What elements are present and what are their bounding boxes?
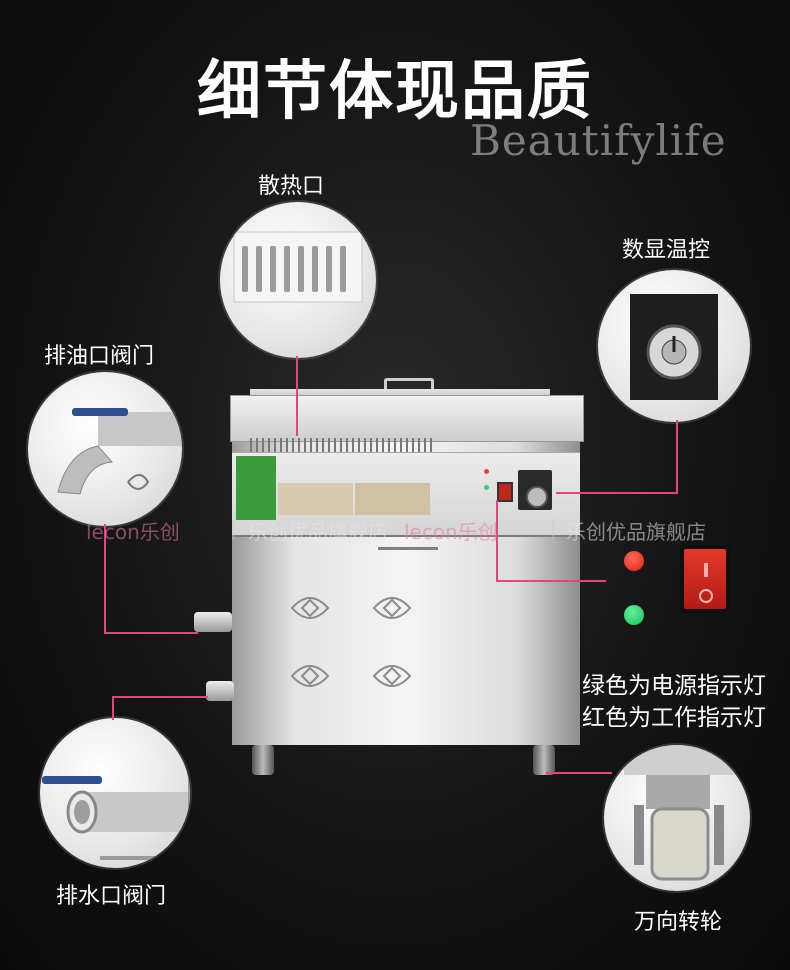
watermark-store-right: 乐创优品旗舰店 [566, 520, 706, 544]
watermark-logo-right: lecon乐创 [404, 520, 498, 544]
oil-drain-tap [194, 612, 232, 632]
caster-right [533, 745, 555, 775]
caster-leader-line [546, 772, 612, 774]
info-plate [278, 483, 353, 515]
info-plate [355, 483, 430, 515]
temp-leader-line-v [676, 420, 678, 494]
decorative-vents [290, 597, 412, 687]
power-led-small [484, 485, 489, 490]
oil-valve-detail-circle [28, 372, 182, 526]
watermark-separator: | [550, 516, 557, 540]
water-leader-line-h [112, 696, 208, 698]
machine-top [230, 395, 584, 442]
oil-valve-label: 排油口阀门 [44, 344, 155, 369]
switch-leader-line-h [496, 580, 606, 582]
water-leader-line-v [112, 696, 114, 720]
watermark-logo-left: lecon乐创 [86, 520, 180, 544]
temp-control-detail-circle [598, 270, 750, 422]
water-valve-label: 排水口阀门 [56, 884, 167, 909]
power-switch [497, 482, 513, 502]
temp-leader-line-h [556, 492, 678, 494]
vent-label: 散热口 [258, 174, 325, 199]
caster-left [252, 745, 274, 775]
rocker-switch-icon [680, 545, 730, 613]
switch-leader-line-v [496, 500, 498, 582]
water-valve-detail-circle [40, 718, 190, 868]
watermark-separator: | [230, 516, 237, 540]
water-drain-tap [206, 681, 234, 701]
side-vent [250, 438, 434, 452]
thermostat-knob [526, 486, 548, 508]
oil-leader-line-v [104, 524, 106, 634]
thermostat-knob-icon [630, 294, 718, 400]
caster-label: 万向转轮 [634, 910, 723, 935]
temp-control-label: 数显温控 [622, 238, 711, 263]
caster-detail-circle [604, 745, 750, 891]
vent-grille-icon [233, 231, 363, 303]
work-indicator-light [624, 551, 644, 571]
indicator-red-label: 红色为工作指示灯 [582, 705, 766, 731]
valve-icon [57, 408, 182, 495]
caster-wheel-icon [624, 745, 734, 881]
power-indicator-light [624, 605, 644, 625]
vent-detail-circle [220, 202, 376, 358]
vent-leader-line [296, 356, 298, 436]
drawer-slot [378, 547, 438, 550]
page-title: 细节体现品质 [197, 55, 593, 129]
watermark-store-left: 乐创优品旗舰店 [248, 520, 388, 544]
oil-leader-line-h [104, 632, 198, 634]
valve-icon [42, 738, 190, 860]
brand-script: Beautifylife [470, 116, 727, 165]
work-led-small [484, 469, 489, 474]
lid-handle [384, 378, 434, 395]
indicator-green-label: 绿色为电源指示灯 [582, 673, 766, 699]
certification-sticker [236, 456, 276, 520]
